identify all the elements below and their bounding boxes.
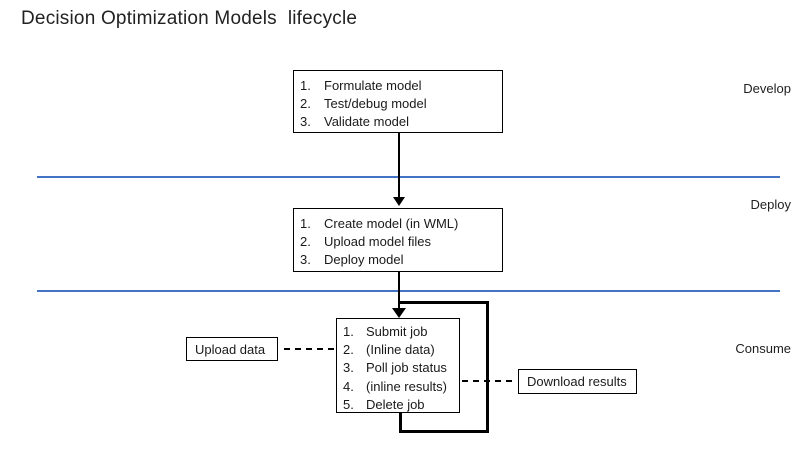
loop-path-bottom	[399, 430, 489, 433]
divider-deploy-consume	[37, 290, 780, 292]
deploy-step-2: Upload model files	[324, 234, 431, 249]
arrow-deploy-to-consume	[398, 272, 400, 310]
arrow-down-icon	[392, 308, 406, 318]
consume-step-2: (Inline data)	[366, 342, 435, 358]
develop-steps-box: Formulate model Test/debug model Validat…	[293, 70, 503, 133]
upload-data-box: Upload data	[186, 337, 278, 361]
phase-label-consume: Consume	[735, 341, 791, 356]
consume-steps-box: Submit job (Inline data) Poll job status…	[336, 318, 460, 413]
phase-label-develop: Develop	[743, 81, 791, 96]
upload-dashed-connector	[284, 348, 334, 350]
loop-path-top	[399, 301, 489, 304]
download-dashed-connector	[462, 380, 516, 382]
page-title: Decision Optimization Models lifecycle	[21, 8, 358, 29]
loop-path-right	[486, 301, 489, 433]
develop-step-3: Validate model	[324, 114, 410, 129]
consume-step-1: Submit job	[366, 324, 428, 339]
consume-steps-list: Submit job (Inline data) Poll job status…	[337, 319, 459, 414]
develop-steps-list: Formulate model Test/debug model Validat…	[294, 71, 502, 131]
consume-step-4: (inline results)	[366, 378, 447, 394]
develop-step-2: Test/debug model	[324, 96, 427, 111]
consume-step-5: Delete job	[366, 396, 425, 412]
consume-step-3: Poll job status	[366, 360, 447, 376]
deploy-step-3: Deploy model	[324, 252, 404, 267]
download-results-box: Download results	[518, 369, 637, 394]
phase-label-deploy: Deploy	[750, 197, 791, 212]
deploy-steps-box: Create model (in WML) Upload model files…	[293, 208, 503, 272]
divider-develop-deploy	[37, 176, 780, 178]
deploy-steps-list: Create model (in WML) Upload model files…	[294, 209, 502, 269]
loop-path-left-stub	[399, 413, 402, 432]
arrow-develop-to-deploy	[398, 133, 400, 198]
arrow-down-icon	[393, 197, 405, 206]
develop-step-1: Formulate model	[324, 78, 422, 93]
deploy-step-1: Create model (in WML)	[324, 216, 459, 231]
